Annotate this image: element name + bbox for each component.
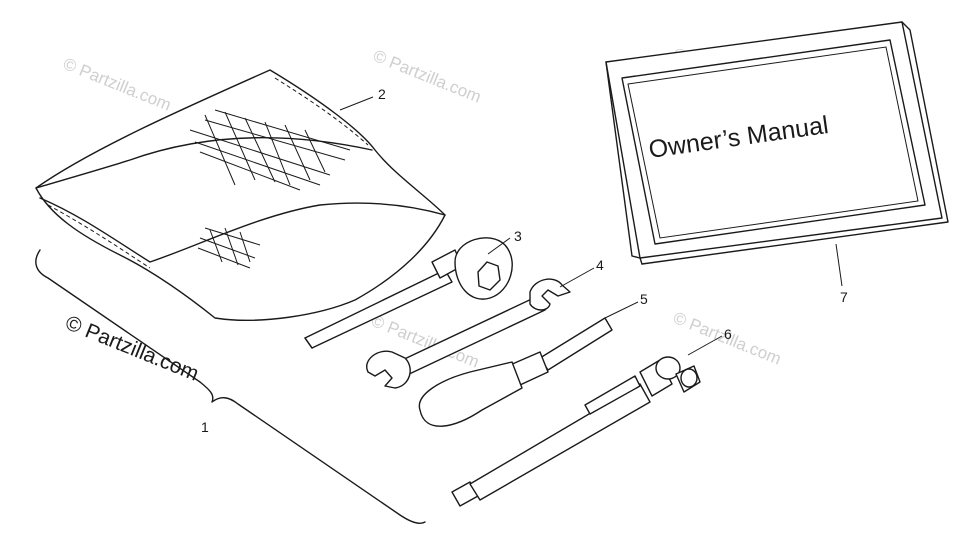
owners-manual: Owner’s Manual: [605, 21, 949, 265]
callout-2: 2: [378, 86, 386, 102]
callout-4: 4: [596, 257, 604, 273]
callout-7: 7: [840, 289, 848, 305]
callout-6: 6: [724, 326, 732, 342]
open-end-wrench: [366, 278, 571, 389]
watermark-text-dark: © Partzilla.com: [62, 311, 202, 385]
kit-bracket: [35, 249, 426, 524]
watermark-text: © Partzilla.com: [371, 46, 484, 107]
spark-plug-wrench: [304, 237, 513, 349]
callout-1: 1: [201, 419, 209, 435]
callout-3: 3: [514, 228, 522, 244]
leader-lines: [339, 96, 843, 356]
watermark-text: © Partzilla.com: [61, 54, 174, 115]
callout-5: 5: [640, 291, 648, 307]
screwdriver: [418, 317, 613, 427]
tool-pouch: [35, 69, 446, 321]
socket-driver: [451, 356, 701, 507]
